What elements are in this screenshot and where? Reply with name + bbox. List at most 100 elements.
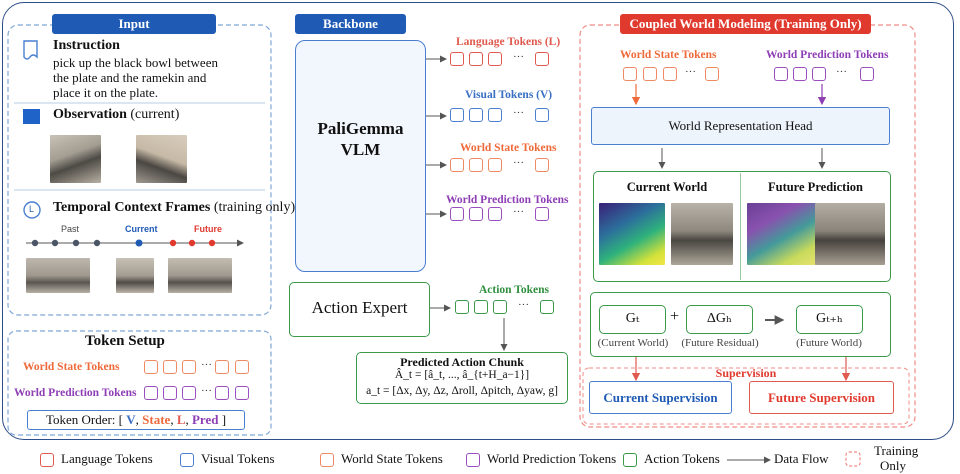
observation-image-1 (50, 135, 101, 183)
token-order-suffix: ] (221, 412, 227, 427)
backbone-wp-token (469, 207, 483, 221)
instruction-text-3: place it on the plate. (53, 85, 159, 100)
backbone-world-state-label: World State Tokens (460, 142, 557, 154)
action-chunk-eq2: a_t = [Δx, Δy, Δz, Δroll, Δpitch, Δyaw, … (366, 385, 558, 397)
cwm-ws-token (643, 67, 657, 81)
g-t-label: Gₜ (625, 311, 640, 326)
observation-suffix: (current) (130, 107, 180, 122)
token-setup-world-prediction-label: World Prediction Tokens (14, 387, 137, 399)
legend-visual-label: Visual Tokens (201, 451, 275, 466)
legend-world-prediction-swatch (466, 453, 480, 467)
visual-token (469, 108, 483, 122)
outer-frame (2, 2, 954, 440)
action-expert-label: Action Expert (311, 298, 408, 317)
token-order-sep: , (185, 412, 189, 427)
observation-image-2 (136, 135, 187, 183)
language-token (450, 52, 464, 66)
visual-ellipsis: ··· (513, 107, 524, 119)
current-world-depth-image (599, 203, 665, 265)
timeline-future-label: Future (194, 224, 222, 234)
future-frames-image (168, 258, 232, 293)
token-setup-wp-token (144, 386, 158, 400)
token-setup-wp-token (182, 386, 196, 400)
current-world-rgb-image (671, 203, 733, 265)
delta-g-box (686, 305, 753, 334)
current-supervision-label: Current Supervision (603, 390, 718, 405)
temporal-suffix: (training only) (213, 200, 296, 215)
vlm-title-line2: VLM (340, 140, 381, 159)
instruction-text-2: the plate and the ramekin and (53, 70, 207, 85)
token-setup-ws-token (182, 360, 196, 374)
cwm-ws-token (705, 67, 719, 81)
g-t-box (599, 305, 666, 334)
token-order-prefix: Token Order: [ (45, 412, 123, 427)
token-order-v: V (126, 412, 136, 427)
cwm-wp-token (793, 67, 807, 81)
input-header: Input (52, 14, 216, 34)
instruction-title: Instruction (53, 38, 120, 53)
g-t-caption: (Current World) (597, 337, 669, 349)
action-expert-box (289, 282, 430, 337)
legend-action-swatch (623, 453, 637, 467)
action-token (474, 300, 488, 314)
temporal-title: Temporal Context Frames (training only) (53, 200, 295, 216)
backbone-wp-token (450, 207, 464, 221)
legend-language-swatch (40, 453, 54, 467)
composition-box (590, 292, 891, 357)
token-order-sep: , (135, 412, 139, 427)
camera-icon (23, 109, 40, 124)
visual-token (488, 108, 502, 122)
cwm-ws-token (663, 67, 677, 81)
token-setup-wp-token (215, 386, 229, 400)
backbone-ws-token (450, 158, 464, 172)
future-prediction-depth-image (747, 203, 817, 265)
timeline-past-label: Past (61, 224, 80, 234)
token-order-sep: , (170, 412, 174, 427)
world-representation-head (591, 107, 890, 145)
cwm-ws-ellipsis: ··· (685, 66, 696, 78)
current-world-title: Current World (626, 180, 708, 194)
visual-token (535, 108, 549, 122)
token-order-l: L (176, 412, 186, 427)
cwm-world-prediction-label: World Prediction Tokens (766, 49, 889, 61)
backbone-wp-token (535, 207, 549, 221)
vlm-title-line1: PaliGemma (317, 119, 404, 138)
visual-tokens-label: Visual Tokens (V) (465, 89, 553, 101)
language-ellipsis: ··· (513, 51, 524, 63)
cwm-ws-token (623, 67, 637, 81)
action-chunk-eq1: Â_t = [â_t, ..., â_{t+H_a−1}] (394, 369, 530, 381)
language-tokens-label: Language Tokens (L) (456, 36, 561, 48)
token-setup-world-state-label: World State Tokens (23, 361, 120, 373)
clock-icon (23, 201, 41, 219)
clock-icon-letter: L (29, 204, 35, 214)
legend-training-line1: Training (874, 443, 919, 458)
action-token (455, 300, 469, 314)
token-setup-wp-token (235, 386, 249, 400)
supervision-label: Supervision (715, 366, 777, 380)
future-prediction-title: Future Prediction (767, 180, 863, 194)
token-setup-wp-token (163, 386, 177, 400)
backbone-world-prediction-label: World Prediction Tokens (446, 194, 569, 206)
token-setup-ws-token (144, 360, 158, 374)
future-supervision-box (749, 381, 894, 414)
legend-visual-swatch (180, 453, 194, 467)
g-th-box (796, 305, 863, 334)
legend-language-label: Language Tokens (61, 451, 153, 466)
current-supervision-box (589, 381, 732, 414)
document-icon (23, 40, 38, 60)
legend-world-prediction-label: World Prediction Tokens (487, 451, 617, 466)
token-setup-ws-token (163, 360, 177, 374)
cwm-wp-ellipsis: ··· (836, 66, 847, 78)
token-setup-ws-token (215, 360, 229, 374)
observation-title: Observation (current) (53, 107, 179, 123)
backbone-ws-token (469, 158, 483, 172)
token-order-box: Token Order: [ V, State, L, Pred ] (27, 410, 245, 430)
token-setup-ws-token (235, 360, 249, 374)
delta-g-caption: (Future Residual) (681, 337, 759, 349)
delta-g-label: ΔGₕ (706, 311, 733, 326)
world-representation-head-label: World Representation Head (668, 118, 813, 133)
token-order-state: State (142, 412, 171, 427)
backbone-wp-token (488, 207, 502, 221)
action-chunk-title: Predicted Action Chunk (400, 355, 524, 369)
backbone-header: Backbone (295, 14, 406, 34)
